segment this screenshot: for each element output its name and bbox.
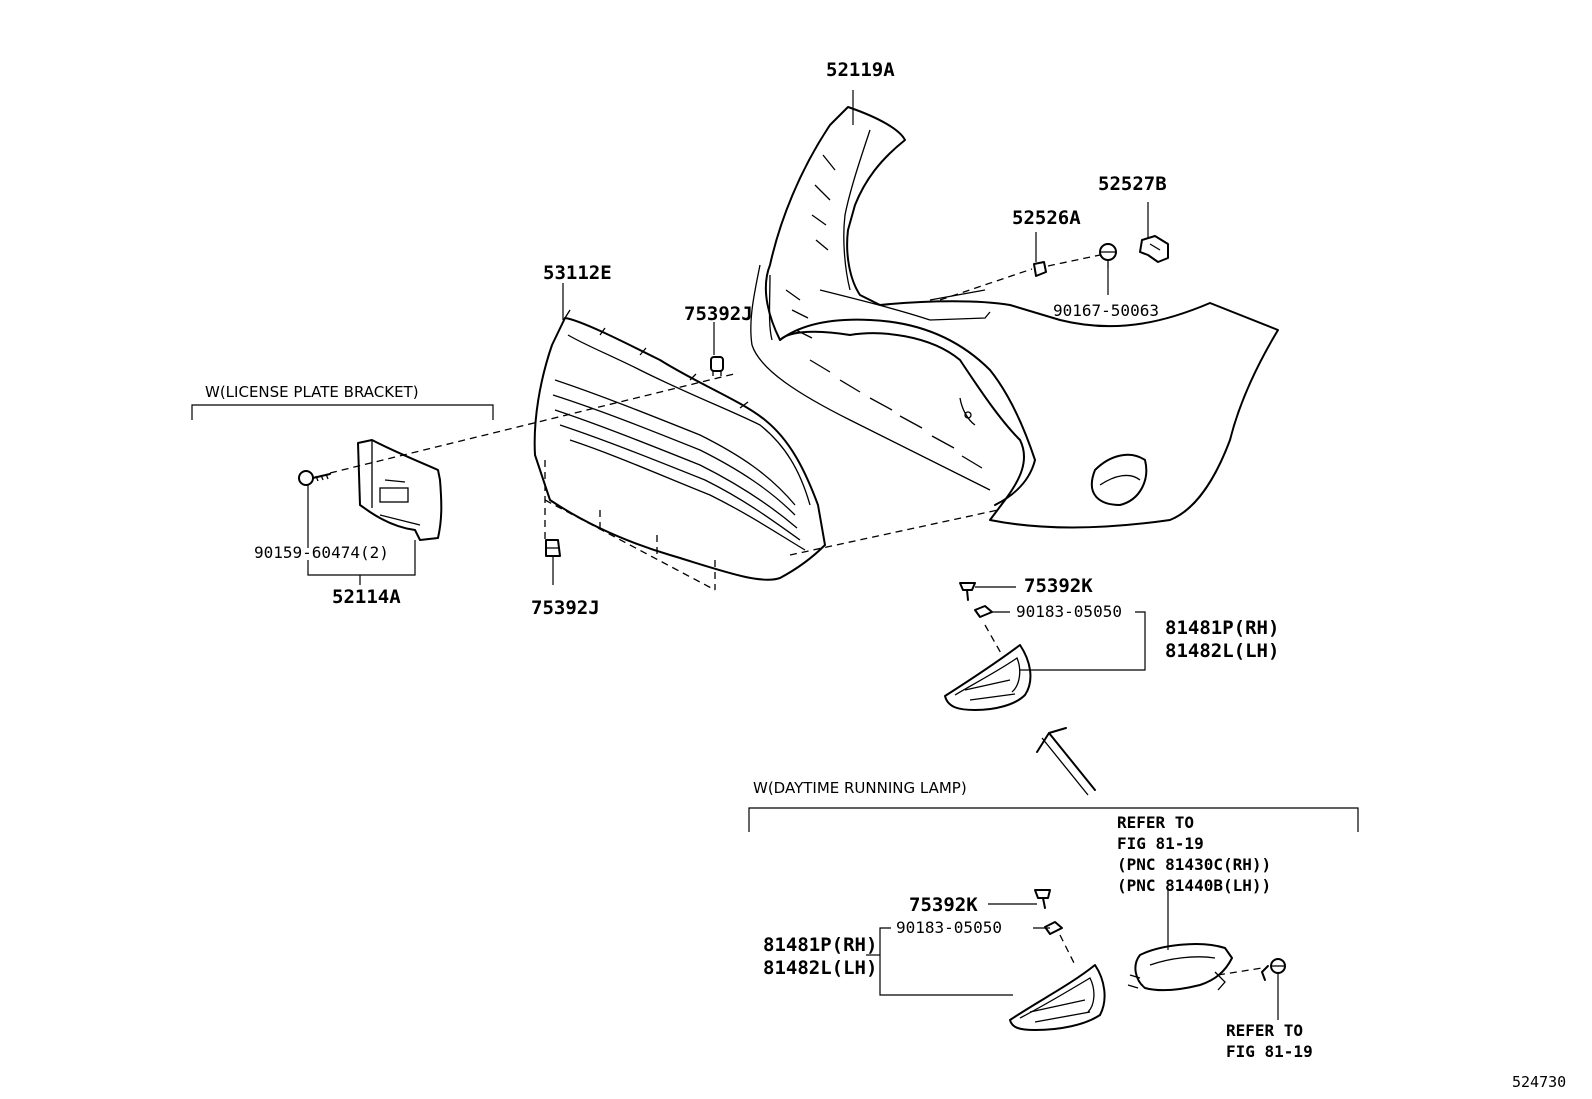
label-clip-top: 75392J xyxy=(684,303,753,325)
figure-number: 524730 xyxy=(1512,1073,1566,1091)
refer-bolt-line2: FIG 81-19 xyxy=(1226,1042,1313,1061)
label-cover-lh-upper: 81482L(LH) xyxy=(1165,640,1279,662)
grille-drawing[interactable] xyxy=(533,309,826,581)
label-screw-upper: 75392K xyxy=(1024,575,1093,597)
label-cover-rh-lower: 81481P(RH) xyxy=(763,934,877,956)
bumper-cover-drawing[interactable] xyxy=(750,106,1279,529)
label-screw-90159: 90159-60474(2) xyxy=(254,543,389,562)
label-license-bracket: 52114A xyxy=(332,586,401,608)
label-grille: 53112E xyxy=(543,262,612,284)
refer-bolt-line1: REFER TO xyxy=(1226,1021,1303,1040)
retainer-52527b-drawing[interactable] xyxy=(1139,235,1169,263)
label-cover-rh-upper: 81481P(RH) xyxy=(1165,617,1279,639)
assembly-lines xyxy=(329,254,1263,976)
clip-75392j-bottom-drawing[interactable] xyxy=(545,539,561,557)
nut-90183-lower-drawing[interactable] xyxy=(1044,921,1063,935)
refer-main-line4: (PNC 81440B(LH)) xyxy=(1117,876,1271,895)
label-retainer-a: 52526A xyxy=(1012,207,1081,229)
screw-75392k-lower-drawing[interactable] xyxy=(1034,889,1051,909)
screw-90159-drawing[interactable] xyxy=(298,470,331,486)
clip-90167-drawing[interactable] xyxy=(1099,243,1117,268)
license-bracket-drawing[interactable] xyxy=(357,439,443,541)
drl-lamp-drawing[interactable] xyxy=(1127,943,1233,992)
refer-main-line2: FIG 81-19 xyxy=(1117,834,1204,853)
label-clip-bottom: 75392J xyxy=(531,597,600,619)
label-nut-lower: 90183-05050 xyxy=(896,918,1002,937)
label-retainer-b: 52527B xyxy=(1098,173,1167,195)
screw-75392k-upper-drawing[interactable] xyxy=(959,582,976,601)
label-screw-lower: 75392K xyxy=(909,894,978,916)
leader-lines xyxy=(191,90,1359,1020)
clip-75392j-top-drawing[interactable] xyxy=(710,356,724,376)
label-clip-90167: 90167-50063 xyxy=(1053,301,1159,320)
lower-side-cover-drawing[interactable] xyxy=(1009,964,1106,1031)
bolt-drawing[interactable] xyxy=(1261,958,1286,981)
label-cover-lh-lower: 81482L(LH) xyxy=(763,957,877,979)
arrow-icon xyxy=(1036,727,1096,796)
label-drl-group: W(DAYTIME RUNNING LAMP) xyxy=(753,779,967,797)
upper-side-cover-drawing[interactable] xyxy=(944,644,1032,711)
label-nut-upper: 90183-05050 xyxy=(1016,602,1122,621)
label-license-group: W(LICENSE PLATE BRACKET) xyxy=(205,383,419,401)
retainer-52526a-drawing[interactable] xyxy=(1033,261,1047,277)
refer-main-line1: REFER TO xyxy=(1117,813,1194,832)
nut-90183-upper-drawing[interactable] xyxy=(974,605,993,618)
refer-main-line3: (PNC 81430C(RH)) xyxy=(1117,855,1271,874)
label-bumper-cover: 52119A xyxy=(826,59,895,81)
